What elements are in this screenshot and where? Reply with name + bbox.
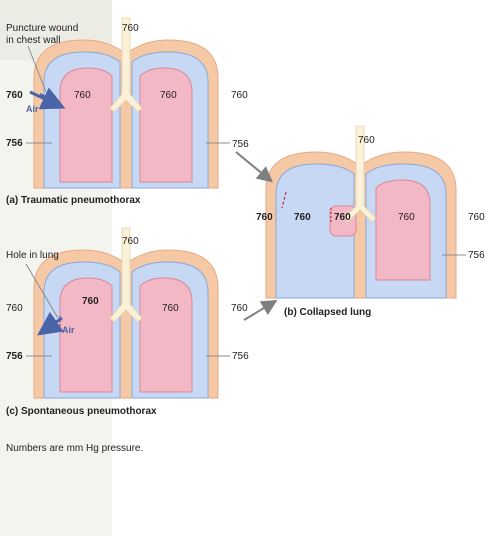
panel-c-right-outer-value: 760: [231, 303, 248, 314]
panel-c-callout-leader: [25, 263, 59, 319]
pressure-footnote: Numbers are mm Hg pressure.: [6, 443, 143, 454]
panel-b-thorax: [265, 125, 457, 299]
panel-c-air-arrow: [37, 311, 64, 336]
panel-b-left-outer-value: 760: [256, 212, 273, 223]
panel-b-collapsed-lung-value: 760: [334, 212, 351, 223]
panel-a-traumatic-pneumothorax: Puncture wound in chest wall 760 760 Air…: [6, 17, 249, 206]
panel-c-hole-callout: Hole in lung: [6, 250, 59, 261]
panel-b-caption: (b) Collapsed lung: [284, 307, 371, 318]
panel-b-left-pleural-space: [275, 163, 355, 299]
panel-b-airway: [343, 125, 377, 223]
panel-a-left-outer-value: 760: [6, 90, 23, 101]
panel-a-thorax: [33, 17, 219, 189]
panel-b-right-lung-value: 760: [398, 212, 415, 223]
panel-b-right-lung: [375, 179, 431, 281]
panel-c-thorax: [33, 227, 219, 399]
arrow-a-to-b: [235, 151, 274, 183]
panel-a-airway: [109, 17, 143, 113]
panel-a-left-lower-value: 756: [6, 138, 23, 149]
arrow-c-to-b: [243, 299, 278, 321]
panel-b-right-lower-value: 756: [468, 250, 485, 261]
panel-a-callout-leader: [27, 45, 47, 93]
panel-c-right-lower-value: 756: [232, 351, 249, 362]
panel-c-right-lung: [139, 277, 193, 393]
panel-c-airway: [109, 227, 143, 323]
panel-c-left-lung-value: 760: [82, 296, 99, 307]
panel-a-caption: (a) Traumatic pneumothorax: [6, 195, 141, 206]
panel-b-right-outer-value: 760: [468, 212, 485, 223]
panel-a-puncture-callout: Puncture wound in chest wall: [6, 23, 81, 46]
panel-a-callout-line-2: in chest wall: [6, 35, 60, 46]
panel-c-top-value: 760: [122, 236, 139, 247]
panel-a-air-arrow: [29, 87, 66, 110]
panel-c-left-lower-value: 756: [6, 351, 23, 362]
panel-a-right-lung: [139, 67, 193, 183]
panel-a-left-lung-value: 760: [74, 90, 91, 101]
panel-a-right-lung-value: 760: [160, 90, 177, 101]
panel-c-caption: (c) Spontaneous pneumothorax: [6, 406, 157, 417]
panel-b-top-value: 760: [358, 135, 375, 146]
panel-a-callout-line-1: Puncture wound: [6, 23, 78, 34]
panel-a-right-lower-value: 756: [232, 139, 249, 150]
panel-a-left-lung: [59, 67, 113, 183]
panel-c-spontaneous-pneumothorax: Hole in lung 760 760 760 Air 760 760 756…: [6, 227, 249, 417]
panel-a-right-outer-value: 760: [231, 90, 248, 101]
panel-a-top-value: 760: [122, 23, 139, 34]
panel-b-collapsed-lung: 760 760 760 760 760 760 756 (b) Collapse…: [256, 125, 485, 318]
panel-c-air-label: Air: [62, 325, 75, 335]
panel-c-left-outer-value: 760: [6, 303, 23, 314]
panel-c-left-lung: [59, 277, 113, 393]
panel-c-right-lung-value: 760: [162, 303, 179, 314]
panel-b-puncture-mark: [281, 191, 287, 209]
panel-b-left-pleural-value: 760: [294, 212, 311, 223]
panel-a-air-label: Air: [26, 104, 39, 114]
